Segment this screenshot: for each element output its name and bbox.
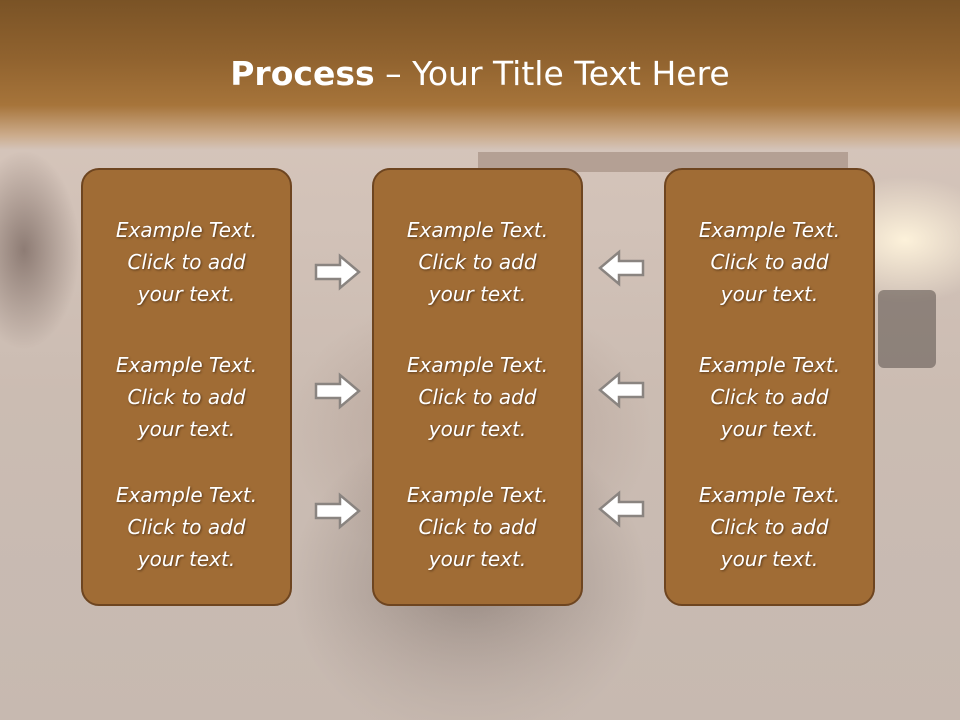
text-line: Click to add [418, 515, 537, 539]
arrow-right-icon[interactable] [314, 372, 362, 410]
text-line: Example Text. [115, 353, 258, 377]
arrow-left-icon[interactable] [597, 371, 645, 409]
text-line: Example Text. [406, 483, 549, 507]
arrow-right-icon[interactable] [314, 492, 362, 530]
text-line: Example Text. [698, 218, 841, 242]
text-line: your text. [137, 547, 236, 571]
text-placeholder[interactable]: Example Text. Click to add your text. [83, 349, 290, 445]
text-line: Click to add [127, 515, 246, 539]
text-placeholder[interactable]: Example Text. Click to add your text. [374, 349, 581, 445]
text-line: Click to add [710, 515, 829, 539]
arrow-right-icon[interactable] [314, 253, 362, 291]
text-line: Example Text. [698, 353, 841, 377]
text-line: Example Text. [406, 353, 549, 377]
text-placeholder[interactable]: Example Text. Click to add your text. [83, 479, 290, 575]
slide-title[interactable]: Process – Your Title Text Here [0, 52, 960, 96]
text-placeholder[interactable]: Example Text. Click to add your text. [666, 214, 873, 310]
arrow-left-icon[interactable] [597, 490, 645, 528]
text-line: your text. [720, 282, 819, 306]
text-line: Click to add [127, 250, 246, 274]
text-line: Click to add [710, 385, 829, 409]
text-line: Example Text. [115, 218, 258, 242]
text-line: Click to add [418, 385, 537, 409]
text-line: Click to add [710, 250, 829, 274]
text-line: Example Text. [115, 483, 258, 507]
text-line: your text. [428, 282, 527, 306]
text-placeholder[interactable]: Example Text. Click to add your text. [374, 479, 581, 575]
text-line: your text. [137, 282, 236, 306]
text-line: your text. [428, 547, 527, 571]
text-line: Example Text. [698, 483, 841, 507]
text-line: Click to add [127, 385, 246, 409]
title-band [0, 0, 960, 150]
title-bold-text: Process [230, 54, 375, 93]
text-placeholder[interactable]: Example Text. Click to add your text. [666, 349, 873, 445]
process-box-center[interactable]: Example Text. Click to add your text. Ex… [372, 168, 583, 606]
text-line: Example Text. [406, 218, 549, 242]
title-rest-text: – Your Title Text Here [374, 54, 730, 93]
text-line: Click to add [418, 250, 537, 274]
text-line: your text. [720, 547, 819, 571]
process-box-left[interactable]: Example Text. Click to add your text. Ex… [81, 168, 292, 606]
text-line: your text. [720, 417, 819, 441]
text-placeholder[interactable]: Example Text. Click to add your text. [666, 479, 873, 575]
background-headboard [478, 152, 848, 172]
background-lamp [878, 290, 936, 368]
background-vase-shadow [0, 150, 80, 350]
process-box-right[interactable]: Example Text. Click to add your text. Ex… [664, 168, 875, 606]
text-placeholder[interactable]: Example Text. Click to add your text. [83, 214, 290, 310]
background-floor [0, 600, 960, 720]
arrow-left-icon[interactable] [597, 249, 645, 287]
text-placeholder[interactable]: Example Text. Click to add your text. [374, 214, 581, 310]
text-line: your text. [428, 417, 527, 441]
text-line: your text. [137, 417, 236, 441]
